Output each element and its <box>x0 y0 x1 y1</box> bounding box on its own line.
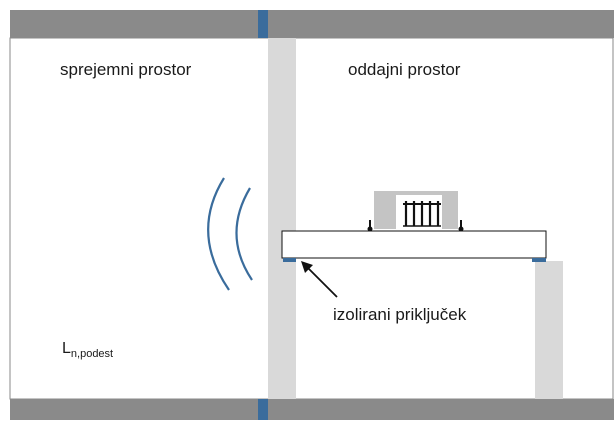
isolation-pad-right <box>532 258 546 262</box>
landing-slab <box>281 230 547 259</box>
impact-level-label: Ln,podest <box>62 340 113 360</box>
floor-slab <box>10 399 614 420</box>
isolated-connection-label: izolirani priključek <box>333 305 467 324</box>
ceiling-slab <box>10 10 614 38</box>
wall-joint-bottom <box>258 399 268 420</box>
sound-wave-arcs-icon <box>207 177 253 291</box>
isolation-pad-left <box>283 258 296 262</box>
impact-level-symbol: L <box>62 340 71 357</box>
sending-room-label: oddajni prostor <box>348 60 461 79</box>
wall-joint-top <box>258 10 268 38</box>
support-wall-right <box>535 261 563 399</box>
arrow-icon <box>301 261 338 298</box>
impact-level-subscript: n,podest <box>70 348 114 360</box>
separating-wall <box>268 38 296 399</box>
receiving-room-label: sprejemni prostor <box>60 60 192 79</box>
machine-icon <box>367 191 464 232</box>
